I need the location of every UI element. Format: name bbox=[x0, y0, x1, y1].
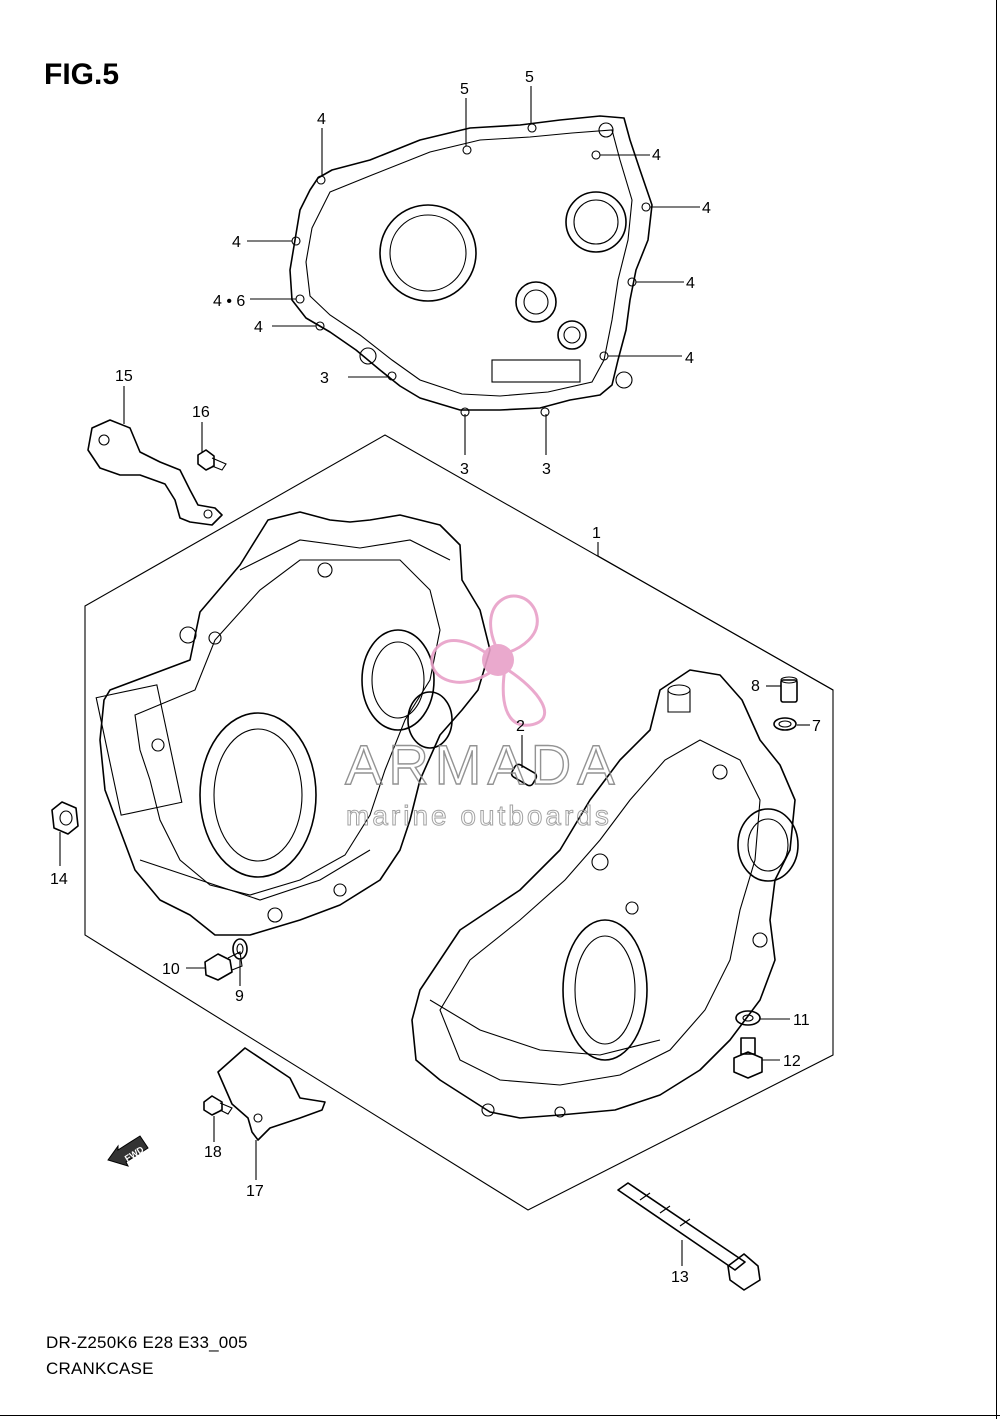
dowel-pin-2 bbox=[510, 763, 538, 787]
fwd-arrow-icon: FWD bbox=[107, 1135, 149, 1167]
washer-11 bbox=[735, 1010, 761, 1026]
callout-9: 9 bbox=[235, 988, 244, 1005]
drain-plug-12 bbox=[733, 1037, 763, 1079]
callout-5b: 5 bbox=[525, 69, 534, 86]
callout-4b: 4 bbox=[232, 234, 241, 251]
callout-4f: 4 bbox=[686, 275, 695, 292]
callout-3a: 3 bbox=[320, 370, 329, 387]
callout-1: 1 bbox=[592, 525, 601, 542]
callout-2: 2 bbox=[516, 718, 525, 735]
bottom-border bbox=[0, 1415, 1000, 1416]
assembly-outline bbox=[84, 434, 834, 1211]
plug-8 bbox=[780, 676, 798, 703]
right-border bbox=[996, 0, 997, 1419]
callout-14: 14 bbox=[50, 871, 68, 888]
callout-3c: 3 bbox=[542, 461, 551, 478]
callout-7: 7 bbox=[812, 718, 821, 735]
armada-watermark: ARMADA marine outboards bbox=[344, 594, 621, 832]
bolt-10 bbox=[204, 951, 243, 981]
callout-5a: 5 bbox=[460, 81, 469, 98]
bolt-13 bbox=[617, 1182, 761, 1291]
crankcase-gasket bbox=[289, 115, 653, 417]
callout-3b: 3 bbox=[460, 461, 469, 478]
guard-17 bbox=[217, 1047, 326, 1141]
crankcase-right-half bbox=[411, 669, 799, 1119]
callout-4-6: 4 • 6 bbox=[213, 293, 245, 310]
diagram-caption: CRANKCASE bbox=[46, 1359, 154, 1378]
callout-10: 10 bbox=[162, 961, 180, 978]
watermark-brand: ARMADA bbox=[345, 733, 621, 796]
figure-title: FIG.5 bbox=[44, 58, 120, 91]
model-code: DR-Z250K6 E28 E33_005 bbox=[46, 1333, 248, 1352]
o-ring-7 bbox=[773, 717, 797, 731]
callout-8: 8 bbox=[751, 678, 760, 695]
callout-4d: 4 bbox=[652, 147, 661, 164]
callout-4a: 4 bbox=[317, 111, 326, 128]
leader-lines bbox=[59, 86, 834, 1266]
bracket-15 bbox=[87, 419, 223, 526]
callout-18: 18 bbox=[204, 1144, 222, 1161]
callout-4e: 4 bbox=[702, 200, 711, 217]
bolt-16 bbox=[197, 449, 227, 471]
watermark-tagline: marine outboards bbox=[346, 800, 612, 831]
callout-15: 15 bbox=[115, 368, 133, 385]
callout-12: 12 bbox=[783, 1053, 801, 1070]
gasket-9 bbox=[232, 938, 248, 960]
callout-17: 17 bbox=[246, 1183, 264, 1200]
callout-4g: 4 bbox=[685, 350, 694, 367]
crankcase-left-half bbox=[95, 511, 491, 936]
callout-16: 16 bbox=[192, 404, 210, 421]
bolt-18 bbox=[203, 1095, 233, 1116]
callout-11: 11 bbox=[793, 1012, 810, 1029]
propeller-logo-icon bbox=[430, 594, 547, 727]
callout-13: 13 bbox=[671, 1269, 689, 1286]
nut-14 bbox=[51, 801, 79, 835]
callout-4c: 4 bbox=[254, 319, 263, 336]
callout-labels: 1 2 3 3 3 4 4 4 4 4 4 4 4 • 6 5 5 7 8 9 … bbox=[50, 69, 821, 1286]
